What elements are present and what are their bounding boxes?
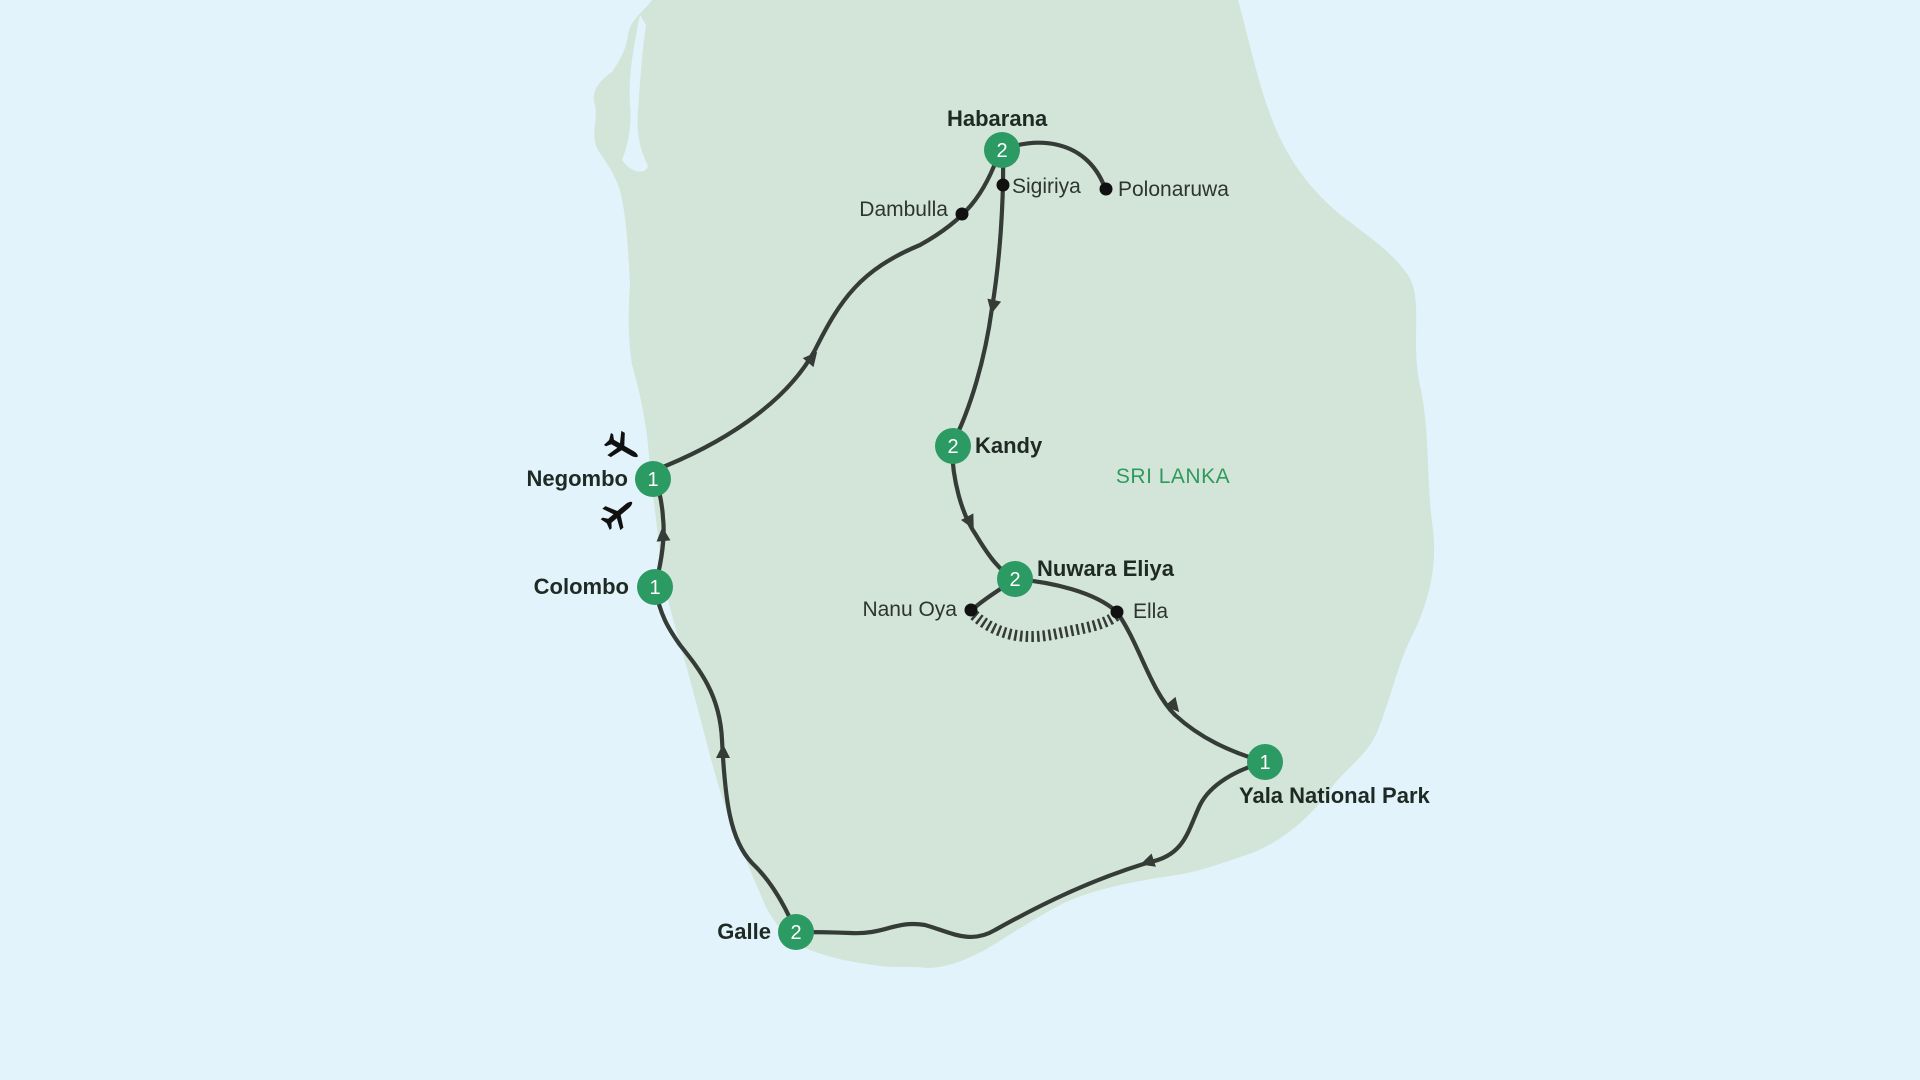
yala-label: Yala National Park bbox=[1239, 783, 1431, 808]
kandy-label: Kandy bbox=[975, 433, 1043, 458]
nights-count: 2 bbox=[790, 922, 801, 944]
nights-count: 1 bbox=[647, 469, 658, 491]
ella-point bbox=[1110, 605, 1124, 619]
nights-badge bbox=[635, 461, 671, 497]
direction-arrows bbox=[656, 298, 1180, 867]
country-label: SRI LANKA bbox=[1116, 465, 1230, 488]
nights-count: 2 bbox=[996, 140, 1007, 162]
nights-count: 2 bbox=[947, 436, 958, 458]
nanu-oya-point bbox=[964, 603, 978, 617]
island-landmass bbox=[593, 0, 1435, 968]
place-points bbox=[955, 178, 1124, 619]
nights-badge bbox=[637, 569, 673, 605]
direction-arrow bbox=[1164, 696, 1180, 713]
habarana-marker[interactable]: 2 bbox=[984, 132, 1020, 168]
direction-arrow bbox=[1140, 853, 1156, 867]
nights-badge bbox=[997, 561, 1033, 597]
kandy-marker[interactable]: 2 bbox=[935, 428, 971, 464]
nights-badge bbox=[984, 132, 1020, 168]
stop-markers: 2 2 2 1 2 1 1 bbox=[635, 132, 1283, 950]
dambulla-label: Dambulla bbox=[859, 198, 948, 221]
nuwara-eliya-label: Nuwara Eliya bbox=[1037, 556, 1175, 581]
direction-arrow bbox=[802, 351, 818, 368]
direction-arrow bbox=[987, 298, 1002, 314]
nights-badge bbox=[1247, 744, 1283, 780]
lagoon bbox=[622, 15, 648, 172]
train-route-nanu-oya-ella bbox=[970, 610, 1121, 643]
direction-arrow bbox=[656, 527, 671, 542]
sigiriya-point bbox=[996, 178, 1010, 192]
colombo-marker[interactable]: 1 bbox=[637, 569, 673, 605]
nights-count: 1 bbox=[1259, 752, 1270, 774]
sigiriya-label: Sigiriya bbox=[1012, 175, 1081, 198]
direction-arrow bbox=[716, 744, 730, 758]
habarana-label: Habarana bbox=[947, 106, 1048, 131]
nights-badge bbox=[935, 428, 971, 464]
dambulla-point bbox=[955, 207, 969, 221]
galle-label: Galle bbox=[717, 919, 771, 944]
nanu-oya-label: Nanu Oya bbox=[862, 598, 957, 621]
nuwara-eliya-marker[interactable]: 2 bbox=[997, 561, 1033, 597]
polonaruwa-point bbox=[1099, 182, 1113, 196]
galle-marker[interactable]: 2 bbox=[778, 914, 814, 950]
polonaruwa-label: Polonaruwa bbox=[1118, 178, 1229, 201]
route-ella-yala bbox=[1114, 609, 1268, 765]
route-yala-galle bbox=[793, 759, 1268, 940]
yala-marker[interactable]: 1 bbox=[1247, 744, 1283, 780]
negombo-label: Negombo bbox=[527, 466, 628, 491]
nights-badge bbox=[778, 914, 814, 950]
direction-arrow bbox=[961, 513, 974, 530]
colombo-label: Colombo bbox=[534, 574, 629, 599]
nights-count: 1 bbox=[649, 577, 660, 599]
ella-label: Ella bbox=[1133, 600, 1168, 623]
route-galle-colombo bbox=[652, 584, 799, 935]
nights-count: 2 bbox=[1009, 569, 1020, 591]
negombo-marker[interactable]: 1 bbox=[635, 461, 671, 497]
